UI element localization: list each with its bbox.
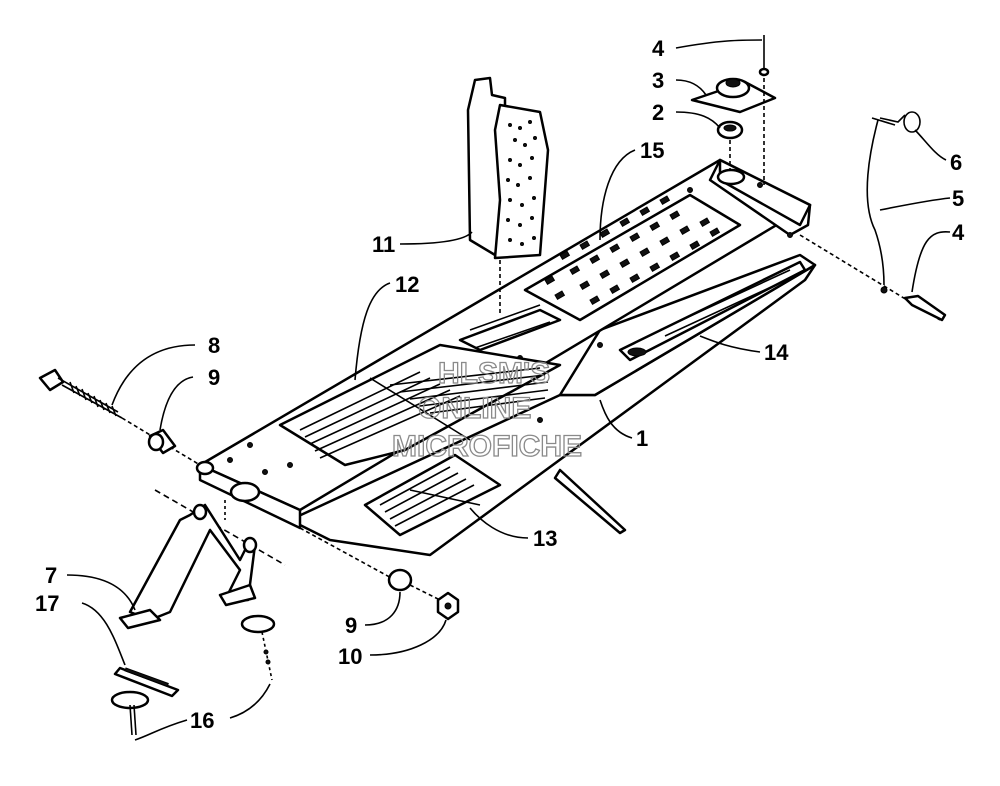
grommet-2 bbox=[716, 120, 744, 140]
callout-4-top: 4 bbox=[652, 36, 665, 61]
callout-16: 16 bbox=[190, 708, 214, 733]
tether-assembly bbox=[799, 111, 947, 322]
callout-8: 8 bbox=[208, 333, 220, 358]
watermark-line-2: ONLINE bbox=[418, 392, 531, 425]
side-plate-14 bbox=[618, 260, 807, 362]
spacer-9-right bbox=[299, 527, 413, 592]
callout-1: 1 bbox=[636, 426, 648, 451]
bolt-8 bbox=[38, 368, 201, 466]
callout-15: 15 bbox=[640, 138, 664, 163]
callout-17: 17 bbox=[35, 591, 59, 616]
callout-11: 11 bbox=[372, 232, 395, 257]
rivet-4-top bbox=[758, 35, 770, 185]
callout-4-right: 4 bbox=[952, 220, 965, 245]
mount-plate-3 bbox=[690, 77, 777, 114]
plate-17 bbox=[113, 666, 180, 698]
traction-pad-12 bbox=[278, 304, 562, 467]
callout-labels: 1 2 3 4 4 5 6 7 8 9 9 10 11 12 13 14 15 … bbox=[35, 36, 965, 733]
callout-9-right: 9 bbox=[345, 613, 357, 638]
callout-5: 5 bbox=[952, 186, 964, 211]
bracket-7 bbox=[118, 489, 286, 630]
washer-16-right bbox=[240, 614, 276, 681]
callout-14: 14 bbox=[764, 340, 789, 365]
callout-6: 6 bbox=[950, 150, 962, 175]
pad-12-ribs bbox=[299, 367, 549, 459]
watermark-line-1: HLSM'S bbox=[438, 357, 550, 390]
washer-16-left bbox=[110, 690, 150, 736]
callout-13: 13 bbox=[533, 526, 557, 551]
hand-grip-11 bbox=[466, 76, 550, 315]
grip-texture bbox=[506, 120, 537, 246]
leader-lines bbox=[66, 39, 951, 741]
callout-2: 2 bbox=[652, 100, 664, 125]
nut-10 bbox=[409, 584, 460, 621]
traction-pad-13 bbox=[363, 453, 502, 537]
callout-12: 12 bbox=[395, 272, 419, 297]
callout-3: 3 bbox=[652, 68, 664, 93]
callout-7: 7 bbox=[45, 563, 57, 588]
callout-9-left: 9 bbox=[208, 365, 220, 390]
spacer-9-left bbox=[147, 428, 177, 455]
watermark: HLSM'S ONLINE MICROFICHE bbox=[391, 356, 582, 463]
callout-10: 10 bbox=[338, 644, 362, 669]
traction-pad-15 bbox=[523, 193, 742, 322]
pad-15-grid bbox=[544, 195, 721, 306]
watermark-line-3: MICROFICHE bbox=[392, 430, 582, 463]
